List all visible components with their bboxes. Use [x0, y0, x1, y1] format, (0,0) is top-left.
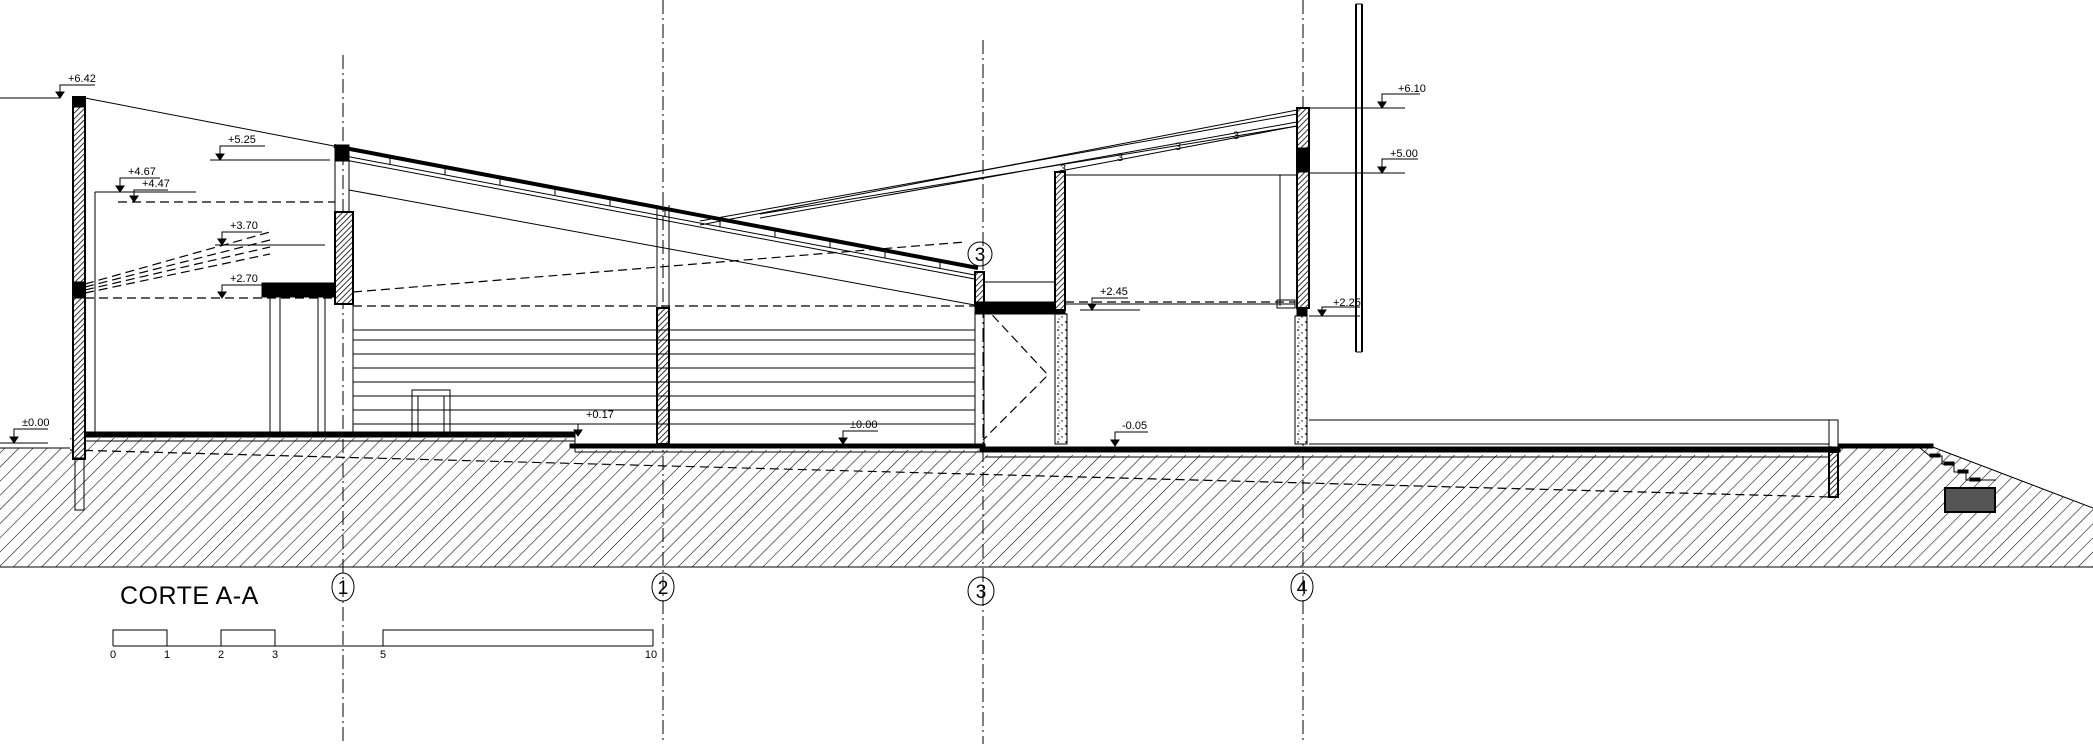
level-marker: +6.42 [0, 73, 96, 99]
svg-text:±0.00: ±0.00 [22, 417, 49, 429]
svg-text:3: 3 [1175, 141, 1181, 153]
scale-bar: 0 1 2 3 5 10 [110, 629, 657, 661]
svg-text:+2.45: +2.45 [1100, 286, 1128, 298]
svg-text:-0.05: -0.05 [1122, 420, 1147, 432]
svg-text:3: 3 [975, 245, 986, 266]
level-marker: +4.47 [129, 178, 170, 203]
main-roof [84, 97, 981, 307]
level-marker: ±0.00 [838, 419, 878, 445]
svg-text:+5.25: +5.25 [228, 134, 256, 146]
level-marker: +5.25 [210, 134, 330, 161]
scale-tick-label: 3 [272, 649, 278, 661]
level-marker: +5.00 [1309, 148, 1418, 174]
level-markers: +6.42 +5.25 +4.67 +4.47 +3.70 [0, 73, 1426, 447]
level-marker: -0.05 [1110, 420, 1148, 447]
grid-axes: 1 2 3 4 [331, 0, 1314, 744]
svg-text:+5.00: +5.00 [1390, 148, 1418, 160]
svg-text:1: 1 [338, 578, 349, 599]
svg-text:4: 4 [1297, 578, 1308, 599]
level-marker: +2.25 [1309, 297, 1361, 317]
svg-text:+2.70: +2.70 [230, 273, 258, 285]
svg-text:±0.00: ±0.00 [850, 419, 877, 431]
level-marker: +2.45 [1080, 286, 1140, 311]
svg-text:+4.47: +4.47 [142, 178, 170, 190]
svg-text:+0.17: +0.17 [586, 409, 614, 421]
detail-marker: 3 [967, 241, 993, 267]
svg-text:+4.67: +4.67 [128, 166, 156, 178]
cladding [353, 310, 976, 444]
svg-text:+6.10: +6.10 [1398, 83, 1426, 95]
level-marker: +2.70 [217, 273, 262, 299]
grid-axis-label-1: 1 [331, 572, 355, 602]
roof-marks: 3 3 3 3 [1060, 130, 1239, 175]
right-block [699, 3, 1829, 445]
svg-text:+6.42: +6.42 [68, 73, 96, 85]
scale-tick-label: 5 [380, 649, 386, 661]
svg-text:2: 2 [658, 578, 669, 599]
svg-text:+3.70: +3.70 [230, 220, 258, 232]
floor-slabs [79, 419, 1996, 513]
grid-axis-label-4: 4 [1290, 572, 1314, 602]
svg-text:3: 3 [1060, 163, 1066, 175]
hidden-lines [84, 201, 1295, 441]
level-marker: +4.67 [95, 166, 170, 193]
level-marker: +0.17 [573, 409, 614, 437]
mezzanine [261, 144, 354, 432]
svg-text:3: 3 [976, 582, 987, 603]
level-marker: +3.70 [215, 220, 325, 246]
grid-axis-label-3: 3 [967, 576, 995, 606]
level-marker: +6.10 [1309, 83, 1426, 109]
scale-tick-label: 10 [645, 649, 657, 661]
level-marker: ±0.00 [0, 417, 49, 444]
scale-tick-label: 1 [164, 649, 170, 661]
svg-text:3: 3 [1117, 152, 1123, 164]
svg-text:+2.25: +2.25 [1333, 297, 1361, 309]
left-wall [72, 96, 196, 511]
svg-text:3: 3 [1233, 130, 1239, 142]
ground [0, 438, 2093, 568]
scale-tick-label: 2 [218, 649, 224, 661]
scale-tick-label: 0 [110, 649, 116, 661]
grid-axis-label-2: 2 [651, 572, 675, 602]
drawing-title: CORTE A-A [120, 582, 259, 610]
